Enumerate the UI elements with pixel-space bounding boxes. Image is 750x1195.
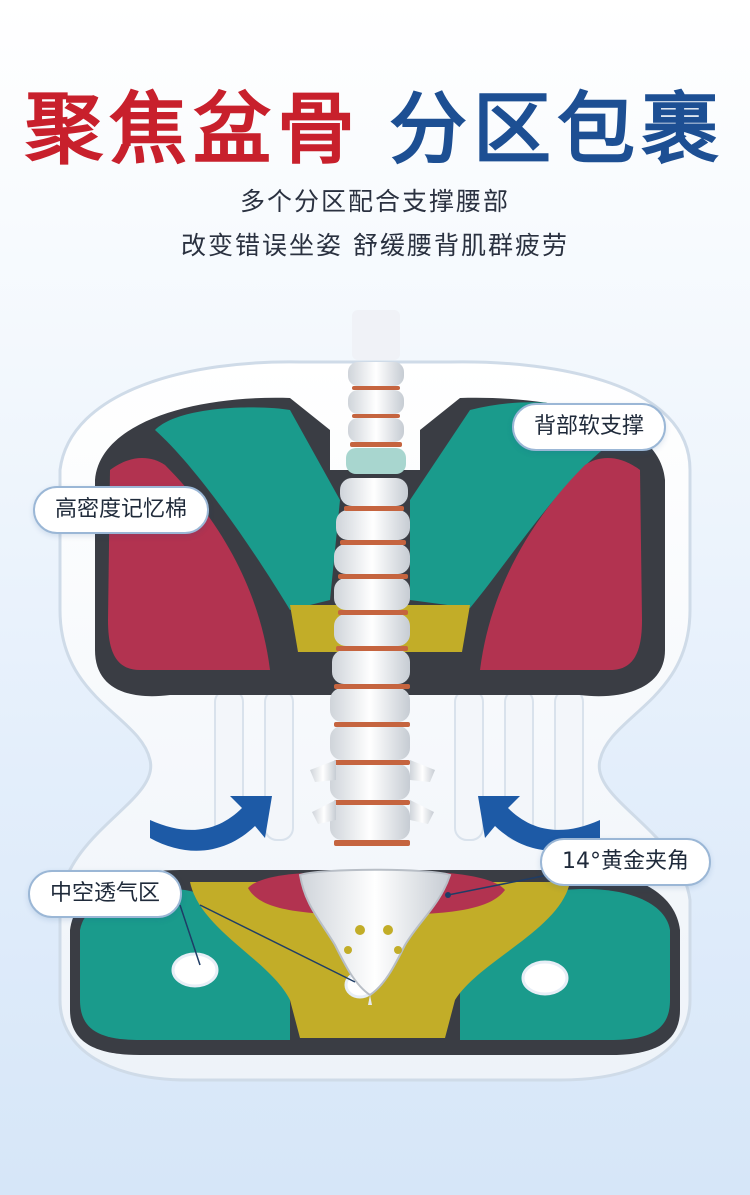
vent-hole-right xyxy=(521,960,569,996)
headline: 聚焦盆骨分区包裹 xyxy=(0,80,750,180)
subtitle-line1: 多个分区配合支撑腰部 xyxy=(239,187,510,216)
cushion-illustration xyxy=(58,310,692,1082)
headline-part1: 聚焦盆骨 xyxy=(24,85,361,175)
arrow-right-icon xyxy=(478,796,600,851)
callout-hollow-vent: 中空透气区 xyxy=(28,870,183,918)
leader-line-angle xyxy=(447,874,549,896)
leader-line-vent-left xyxy=(179,904,201,966)
arrow-left-icon xyxy=(150,796,272,851)
callout-memory-foam: 高密度记忆棉 xyxy=(33,486,210,534)
red-side-pad-right xyxy=(480,458,642,670)
callout-back-support: 背部软支撑 xyxy=(512,403,667,451)
subtitle-line2: 改变错误坐姿 舒缓腰背肌群疲劳 xyxy=(181,231,569,260)
vent-hole-left xyxy=(171,952,219,988)
headline-part2: 分区包裹 xyxy=(389,85,726,175)
leader-line-vent-center xyxy=(199,904,356,983)
spine-model xyxy=(298,310,452,1005)
teal-back-pad-left xyxy=(155,407,340,610)
teal-back-pad-right xyxy=(410,402,615,608)
callout-golden-angle: 14°黄金夹角 xyxy=(540,838,711,886)
